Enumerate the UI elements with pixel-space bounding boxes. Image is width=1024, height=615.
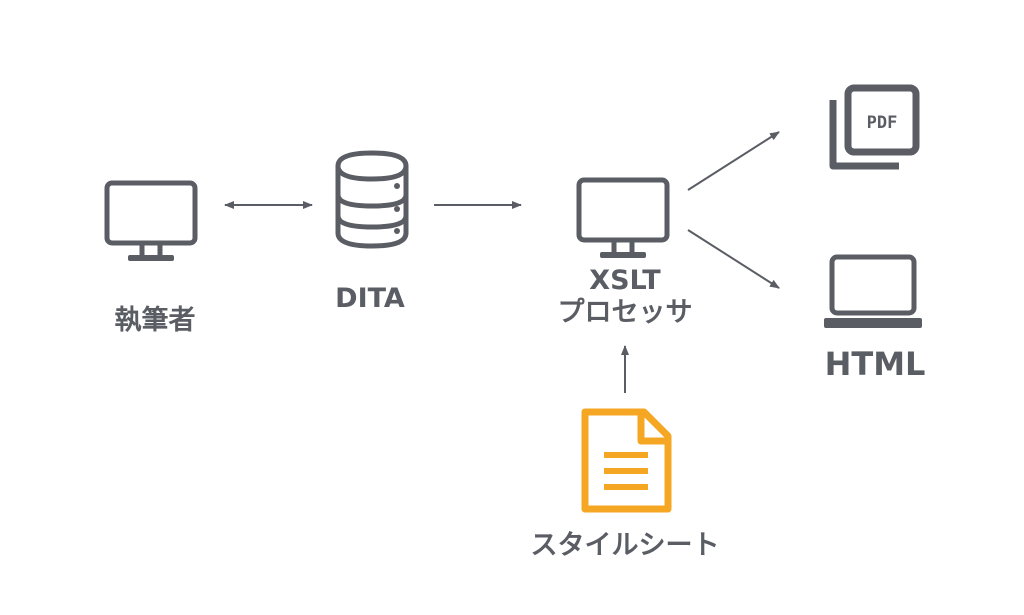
pdf-document-icon: PDF bbox=[829, 84, 920, 170]
html-label: HTML bbox=[824, 345, 926, 383]
xslt-label-line1: XSLT bbox=[589, 265, 661, 296]
author-label: 執筆者 bbox=[114, 305, 196, 336]
stylesheet-label: スタイルシート bbox=[530, 530, 720, 561]
xslt-monitor-icon bbox=[576, 177, 670, 258]
dita-database-icon bbox=[335, 150, 409, 249]
xslt-processor-label: XSLT プロセッサ bbox=[520, 265, 730, 330]
dita-label: DITA bbox=[335, 283, 405, 314]
html-laptop-icon bbox=[824, 254, 922, 328]
author-monitor-icon bbox=[104, 180, 198, 261]
xslt-html-arrow bbox=[687, 229, 780, 289]
xslt-pdf-arrow bbox=[687, 131, 780, 191]
pdf-icon-text: PDF bbox=[867, 113, 898, 133]
xslt-label-line2: プロセッサ bbox=[557, 297, 693, 329]
stylesheet-document-icon bbox=[581, 408, 672, 513]
